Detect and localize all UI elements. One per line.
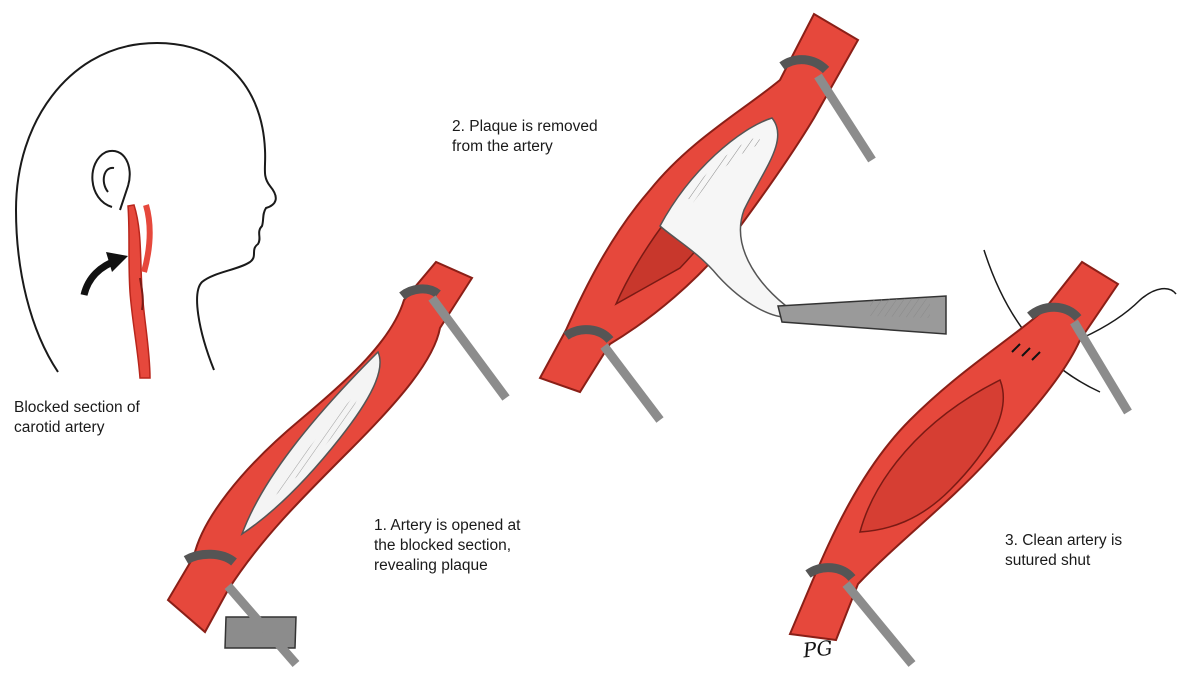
caption-blocked-section: Blocked section of carotid artery [14,398,140,438]
artist-signature: PG [802,636,834,663]
caption-line: sutured shut [1005,551,1122,571]
caption-line: 3. Clean artery is [1005,531,1122,551]
caption-step-2: 2. Plaque is removed from the artery [452,117,598,157]
caption-step-1: 1. Artery is opened at the blocked secti… [374,516,520,576]
caption-line: 1. Artery is opened at [374,516,520,536]
step1-artery [168,262,506,664]
caption-line: carotid artery [14,418,140,438]
caption-line: 2. Plaque is removed [452,117,598,137]
step2-artery [540,14,946,420]
caption-step-3: 3. Clean artery is sutured shut [1005,531,1122,571]
carotid-artery-in-neck [128,205,150,378]
ear [92,151,129,210]
pointer-arrowhead [106,252,128,272]
caption-line: the blocked section, [374,536,520,556]
caption-line: revealing plaque [374,556,520,576]
caption-line: from the artery [452,137,598,157]
caption-line: Blocked section of [14,398,140,418]
